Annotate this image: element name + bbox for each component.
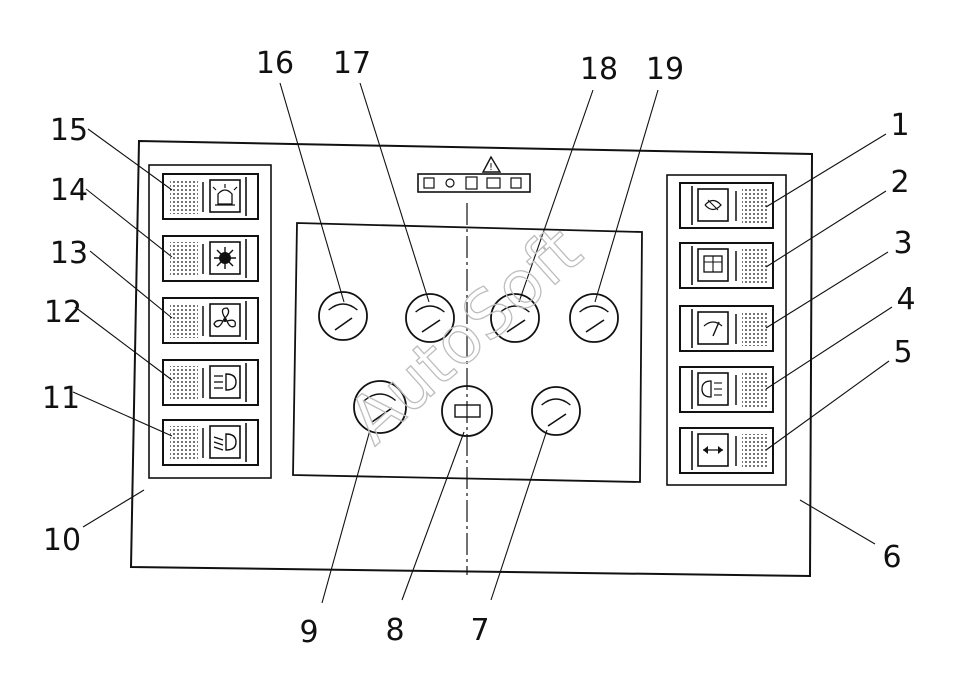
- gauge-18: [490, 293, 540, 343]
- mirror-heat-icon: [704, 199, 722, 211]
- sun-lamp-icon: [214, 247, 236, 269]
- switch-2[interactable]: [679, 242, 774, 289]
- leader-line-16: [279, 82, 345, 303]
- switch-13[interactable]: [162, 297, 259, 344]
- wiper-icon: [703, 321, 723, 337]
- leader-line-5: [765, 360, 890, 451]
- beacon-light-icon: [212, 184, 238, 206]
- leader-line-19: [594, 89, 659, 303]
- callout-label-15: 15: [50, 113, 88, 148]
- indicator-8: [441, 385, 493, 437]
- hazard-arrows-icon: [703, 446, 723, 454]
- switch-3[interactable]: [679, 305, 774, 352]
- headlight-high-icon: [214, 373, 237, 391]
- leader-line-3: [765, 251, 889, 329]
- fan-icon: [213, 307, 236, 328]
- leader-line-2: [765, 190, 887, 268]
- leader-line-14: [85, 188, 173, 258]
- switch-11[interactable]: [162, 419, 259, 466]
- callout-label-13: 13: [50, 236, 88, 271]
- left-switch-bank: [148, 164, 272, 479]
- gauge-16: [318, 291, 368, 341]
- callout-label-14: 14: [50, 173, 88, 208]
- callout-label-11: 11: [42, 381, 80, 416]
- callout-label-19: 19: [646, 52, 684, 87]
- instrument-cluster: [292, 203, 643, 575]
- leader-line-7: [490, 429, 548, 601]
- warning-triangle-icon: [481, 155, 502, 173]
- indicator-strip: !: [417, 155, 531, 193]
- window-heat-icon: [703, 255, 723, 273]
- leader-line-13: [89, 250, 173, 319]
- switch-12[interactable]: [162, 359, 259, 406]
- leader-line-15: [87, 128, 173, 191]
- gauge-7: [531, 386, 581, 436]
- leader-line-4: [765, 306, 893, 390]
- headlight-low-icon: [213, 433, 237, 451]
- callout-label-4: 4: [896, 282, 915, 317]
- leader-line-1: [765, 133, 887, 208]
- callout-label-12: 12: [44, 295, 82, 330]
- switch-14[interactable]: [162, 235, 259, 282]
- callout-label-3: 3: [893, 226, 912, 261]
- switch-5[interactable]: [679, 427, 774, 474]
- callout-label-1: 1: [890, 108, 909, 143]
- leader-line-6: [799, 499, 876, 545]
- switch-15[interactable]: [162, 173, 259, 220]
- switch-4[interactable]: [679, 366, 774, 413]
- fog-light-icon: [701, 380, 722, 398]
- leader-line-9: [321, 429, 371, 604]
- watermark-text: AutoSoft: [334, 212, 596, 459]
- callout-label-8: 8: [385, 613, 404, 648]
- gauge-19: [569, 293, 619, 343]
- dashboard-panel-outline: [129, 139, 814, 578]
- leader-line-11: [72, 391, 173, 437]
- right-switch-bank: [666, 174, 787, 486]
- callout-label-5: 5: [893, 335, 912, 370]
- callout-label-18: 18: [580, 52, 618, 87]
- switch-1[interactable]: [679, 182, 774, 229]
- leader-line-10: [82, 489, 145, 528]
- leader-line-12: [74, 306, 173, 381]
- gauge-9: [353, 380, 407, 434]
- leader-line-8: [401, 431, 465, 601]
- callout-label-2: 2: [890, 165, 909, 200]
- gauge-17: [405, 293, 455, 343]
- warning-symbol: !: [489, 162, 493, 173]
- callout-label-17: 17: [333, 46, 371, 81]
- leader-line-17: [359, 82, 430, 303]
- callout-label-16: 16: [256, 46, 294, 81]
- leader-line-18: [518, 89, 594, 303]
- callout-label-9: 9: [299, 615, 318, 650]
- callout-label-6: 6: [882, 540, 901, 575]
- callout-label-10: 10: [43, 523, 81, 558]
- callout-label-7: 7: [470, 613, 489, 648]
